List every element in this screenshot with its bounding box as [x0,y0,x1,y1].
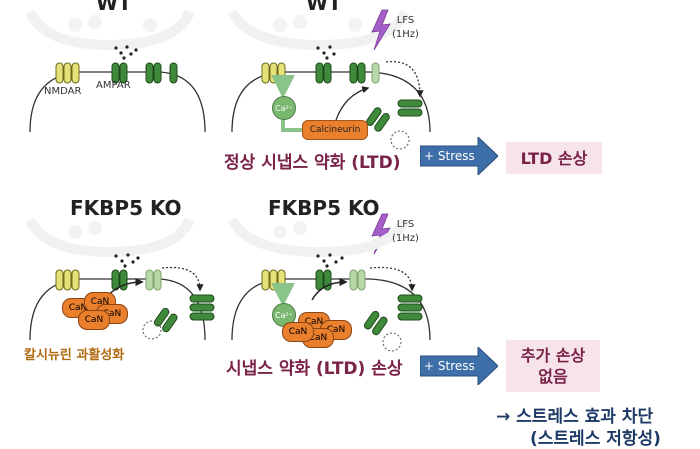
nmdar-label: NMDAR [44,86,82,97]
outcome-box-wt: LTD 손상 [506,142,602,174]
nmdar-cluster-wt-right [261,62,286,84]
conclusion-line1: → 스트레스 효과 차단 [496,407,654,427]
calcineurin-label: Calcineurin [309,125,361,135]
ca-to-calcineurin-path [281,116,302,132]
glutamate-dots-wt-right [316,45,336,60]
panel-title-ko-right: FKBP5 KO [268,196,380,220]
vesicle-outline-ko-left [142,320,162,340]
presynaptic-terminal-ko-left [25,217,195,258]
panel-title-wt-right: WT [306,0,342,15]
vesicle-outline-ko-right [382,332,402,352]
can-blob-ko-right-4: CaN [282,322,314,342]
ampar-cluster-wt-right [315,62,380,84]
calcium-label: Ca²⁺ [275,103,293,113]
calcineurin-box: Calcineurin [302,120,368,140]
recycle-arrow-ko-left [161,266,204,292]
calcium-ion: Ca²⁺ [272,96,296,120]
lightning-icon-wt-right [371,9,391,51]
can-blob-ko-left-4: CaN [78,310,110,330]
stress-label-wt: + Stress [424,149,475,163]
ampar-label: AMPAR [96,80,131,91]
internalized-ampar-ko-right [362,294,423,337]
caption-calcineurin-hyperactivation: 칼시뉴린 과활성화 [24,348,125,363]
caption-wt-ltd: 정상 시냅스 약화 (LTD) [224,153,401,173]
presynaptic-terminal-wt-right [227,9,410,51]
stress-label-ko: + Stress [424,359,475,373]
panel-title-wt-left: WT [96,0,132,15]
vesicle-outline-wt-right [390,130,410,150]
conclusion-line2: (스트레스 저항성) [530,429,661,449]
outcome-box-ko: 추가 손상 없음 [506,340,600,392]
postsynaptic-membrane-ko-right [231,278,431,341]
internalized-ampar-wt-right [364,99,423,134]
recycle-arrow-ko-right [369,266,416,292]
lfs-label-wt: LFS (1Hz) [392,15,419,40]
glutamate-dots-ko-left [114,253,140,268]
presynaptic-terminal-wt-left [25,9,195,51]
recycle-arrow-wt-right [385,61,424,98]
postsynaptic-membrane-wt-right [231,71,431,133]
presynaptic-terminal-ko-right [227,217,410,258]
calcineurin-to-ampar-arrow [335,86,370,121]
stress-arrow-ko: + Stress [420,347,498,385]
glutamate-dots-wt-left [114,45,138,60]
stress-arrow-wt: + Stress [420,137,498,175]
panel-title-ko-left: FKBP5 KO [70,196,182,220]
can-to-ampar-arrow-ko-right [311,277,348,301]
lfs-label-ko: LFS (1Hz) [392,219,419,244]
nmdar-cluster-wt-left [55,62,80,84]
nmdar-cluster-ko-right [261,269,286,291]
diagram-canvas [25,9,431,352]
caption-ko-ltd: 시냅스 약화 (LTD) 손상 [226,359,403,379]
nmdar-cluster-ko-left [55,269,80,291]
glutamate-dots-ko-right [316,253,344,268]
calcium-label-ko: Ca²⁺ [275,310,293,320]
